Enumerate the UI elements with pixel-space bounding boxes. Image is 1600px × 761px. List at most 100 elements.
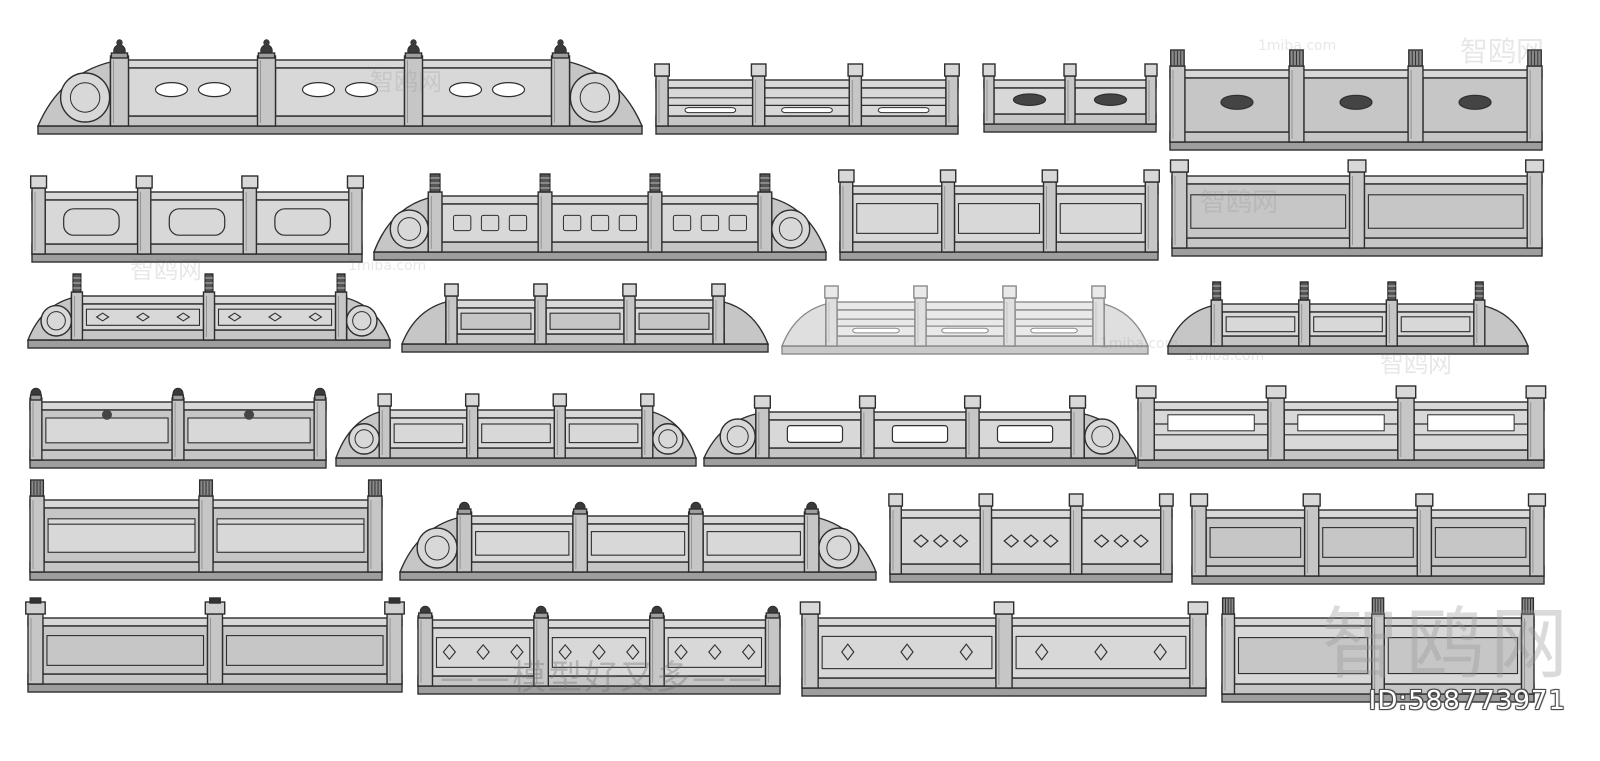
- post-cap: [1143, 169, 1160, 183]
- railing-post: [687, 511, 704, 573]
- drum-stone: [719, 418, 756, 455]
- drum-stone: [652, 423, 684, 455]
- panel-opening: [1427, 414, 1515, 432]
- railing-post: [1520, 613, 1535, 695]
- railing-post: [1221, 613, 1236, 695]
- railing-end-right: [1103, 303, 1150, 347]
- drum-stone-ring: [352, 311, 372, 331]
- post-finial-top: [116, 39, 123, 47]
- post-cap: [858, 395, 877, 409]
- top-rail: [445, 299, 725, 309]
- post-cap: [1189, 493, 1209, 507]
- railing-post: [1526, 65, 1543, 143]
- lotus-ornament: [244, 409, 255, 420]
- post-cap: [1415, 493, 1434, 507]
- railing-post: [1407, 65, 1424, 143]
- railing-post: [941, 181, 956, 253]
- post-finial-base: [29, 394, 42, 401]
- railing-post: [751, 75, 766, 127]
- panel-slot: [1030, 327, 1078, 334]
- panel-ornament: [558, 643, 572, 661]
- railing-post: [1371, 613, 1385, 695]
- railing-23: [799, 601, 1209, 697]
- drum-stone: [1084, 418, 1121, 455]
- railing-plinth: [27, 339, 391, 349]
- drum-stone: [771, 209, 811, 249]
- post-finial-top: [410, 39, 417, 47]
- post-cap: [939, 169, 957, 183]
- drum-stone-ring: [658, 429, 678, 449]
- railing-post: [755, 407, 770, 459]
- post-finial-base: [457, 508, 472, 515]
- railing-12: [1166, 281, 1530, 355]
- panel-frame: [1015, 635, 1187, 670]
- post-cap: [1091, 285, 1106, 299]
- railing-post: [1003, 297, 1016, 347]
- railing-plinth: [839, 251, 1159, 261]
- railing-4: [1169, 49, 1543, 151]
- panel-frame: [435, 637, 531, 668]
- post-cap: [640, 393, 655, 407]
- bottom-rail: [427, 241, 773, 253]
- panel-frame: [590, 531, 686, 556]
- panel-frame: [1400, 316, 1471, 333]
- post-cap: [241, 175, 259, 189]
- panel-square: [728, 214, 747, 232]
- railing-16: [1135, 385, 1547, 469]
- railing-7: [838, 169, 1160, 261]
- railing-post: [1397, 397, 1415, 461]
- panel-square: [700, 214, 720, 232]
- railing-plinth: [1171, 247, 1543, 257]
- railing-end-left: [1166, 305, 1212, 347]
- panel-opening: [1339, 94, 1373, 110]
- panel-frame: [225, 635, 384, 666]
- panel-ornament: [1153, 643, 1167, 661]
- post-cap: [204, 601, 226, 615]
- diamond-ornament: [913, 534, 929, 548]
- railing-post: [537, 191, 553, 253]
- panel-frame: [821, 635, 993, 670]
- post-cap: [1527, 493, 1547, 507]
- railing-post: [1070, 407, 1085, 459]
- panel-frame: [1322, 527, 1414, 558]
- panel-ornament: [135, 312, 150, 322]
- post-finial-base: [314, 394, 327, 401]
- railing-post: [417, 615, 434, 687]
- railing-plinth: [37, 125, 643, 135]
- panel-ornament: [227, 312, 242, 322]
- railing-plinth: [401, 343, 769, 353]
- panel-slot: [684, 107, 737, 114]
- railing-post: [1473, 299, 1486, 347]
- railing-post: [1069, 505, 1083, 575]
- post-cap: [1069, 395, 1087, 409]
- railing-post: [1526, 171, 1543, 249]
- post-cap: [384, 601, 405, 615]
- panel-opening: [154, 81, 189, 98]
- panel-square: [590, 214, 610, 232]
- top-rail: [1137, 401, 1545, 411]
- post-cap: [622, 283, 637, 297]
- drum-stone-ring: [1091, 425, 1114, 448]
- railing-post: [1385, 299, 1398, 347]
- railing-1: [36, 39, 644, 135]
- drum-stone-ring: [354, 429, 374, 449]
- railing-post: [171, 397, 185, 461]
- railing-24: [1221, 597, 1535, 703]
- panel-slot: [877, 107, 930, 114]
- railing-10: [400, 283, 770, 353]
- post-finial-base: [804, 508, 819, 515]
- post-cap: [135, 175, 153, 189]
- post-finial-base: [765, 612, 780, 619]
- railing-plinth: [29, 571, 383, 581]
- railing-plinth: [703, 457, 1137, 467]
- railing-plinth: [417, 685, 781, 695]
- panel-frame: [1059, 203, 1142, 234]
- post-cap-top: [209, 597, 221, 604]
- post-cap: [377, 393, 392, 407]
- railing-post: [648, 615, 665, 687]
- railing-post: [29, 495, 45, 573]
- panel-ornament: [1094, 643, 1108, 661]
- railing-17: [29, 479, 383, 581]
- lotus-ornament: [101, 409, 112, 420]
- railing-post: [206, 613, 224, 685]
